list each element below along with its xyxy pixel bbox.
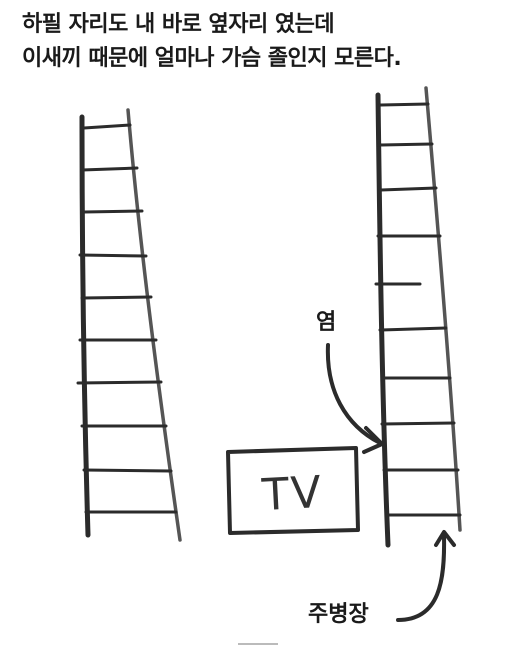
right-row-outer-edge bbox=[375, 92, 391, 548]
right-bunk-row bbox=[374, 86, 462, 548]
right-row-inner-edge bbox=[424, 86, 462, 532]
label-ward: 주병장 bbox=[308, 602, 369, 627]
label-yeom: 염 bbox=[316, 310, 337, 335]
left-row-inner-edge bbox=[126, 108, 182, 542]
left-row-dividers bbox=[76, 123, 178, 514]
left-bunk-row bbox=[76, 108, 182, 542]
tv-box bbox=[226, 446, 360, 535]
caption: 하필 자리도 내 바로 옆자리 였는데 이새끼 때문에 얼마나 가슴 졸인지 모… bbox=[22, 8, 512, 76]
left-row-outer-edge bbox=[79, 114, 91, 538]
arrow-to-yeom bbox=[325, 343, 384, 454]
tv-label: TV bbox=[260, 466, 325, 522]
caption-line-1: 하필 자리도 내 바로 옆자리 였는데 bbox=[22, 12, 335, 37]
caption-line-2: 이새끼 때문에 얼마나 가슴 졸인지 모른다. bbox=[22, 46, 402, 71]
right-row-dividers bbox=[374, 102, 462, 517]
arrow-to-ward bbox=[396, 530, 456, 622]
